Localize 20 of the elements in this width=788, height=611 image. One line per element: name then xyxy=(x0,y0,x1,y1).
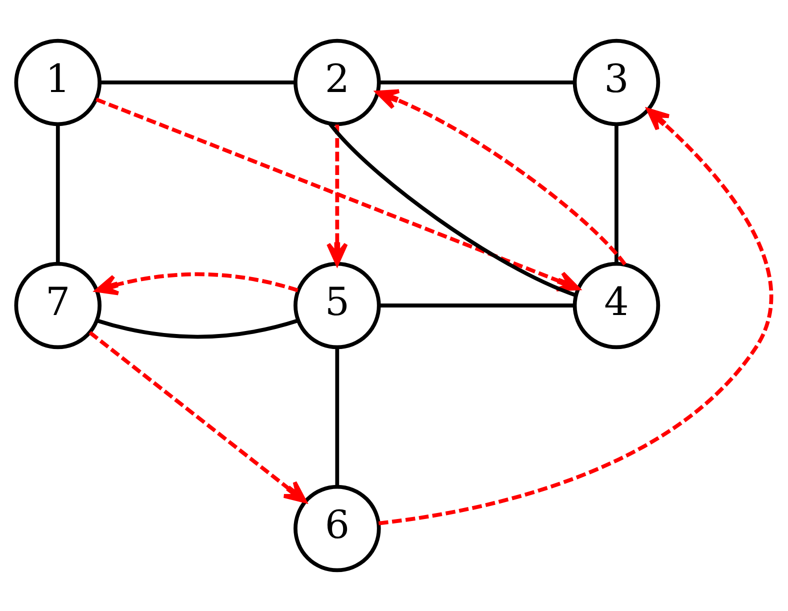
connector xyxy=(379,304,575,308)
connector xyxy=(328,122,577,298)
connector xyxy=(379,80,575,84)
arrow xyxy=(88,331,307,504)
node-circle: 7 xyxy=(14,262,102,350)
node-circle: 2 xyxy=(294,38,381,126)
connector xyxy=(56,124,60,264)
connector xyxy=(96,318,298,339)
node-circle: 6 xyxy=(294,484,381,572)
arrow xyxy=(378,108,773,526)
arrow xyxy=(95,272,298,296)
arrow xyxy=(326,124,348,266)
arrow xyxy=(376,89,626,266)
connector xyxy=(335,348,340,487)
node-circle: 5 xyxy=(294,262,381,350)
node-circle: 4 xyxy=(572,262,660,350)
connector xyxy=(100,80,296,84)
node-circle: 1 xyxy=(14,38,102,126)
connector xyxy=(614,124,618,264)
node-circle: 3 xyxy=(572,38,660,126)
